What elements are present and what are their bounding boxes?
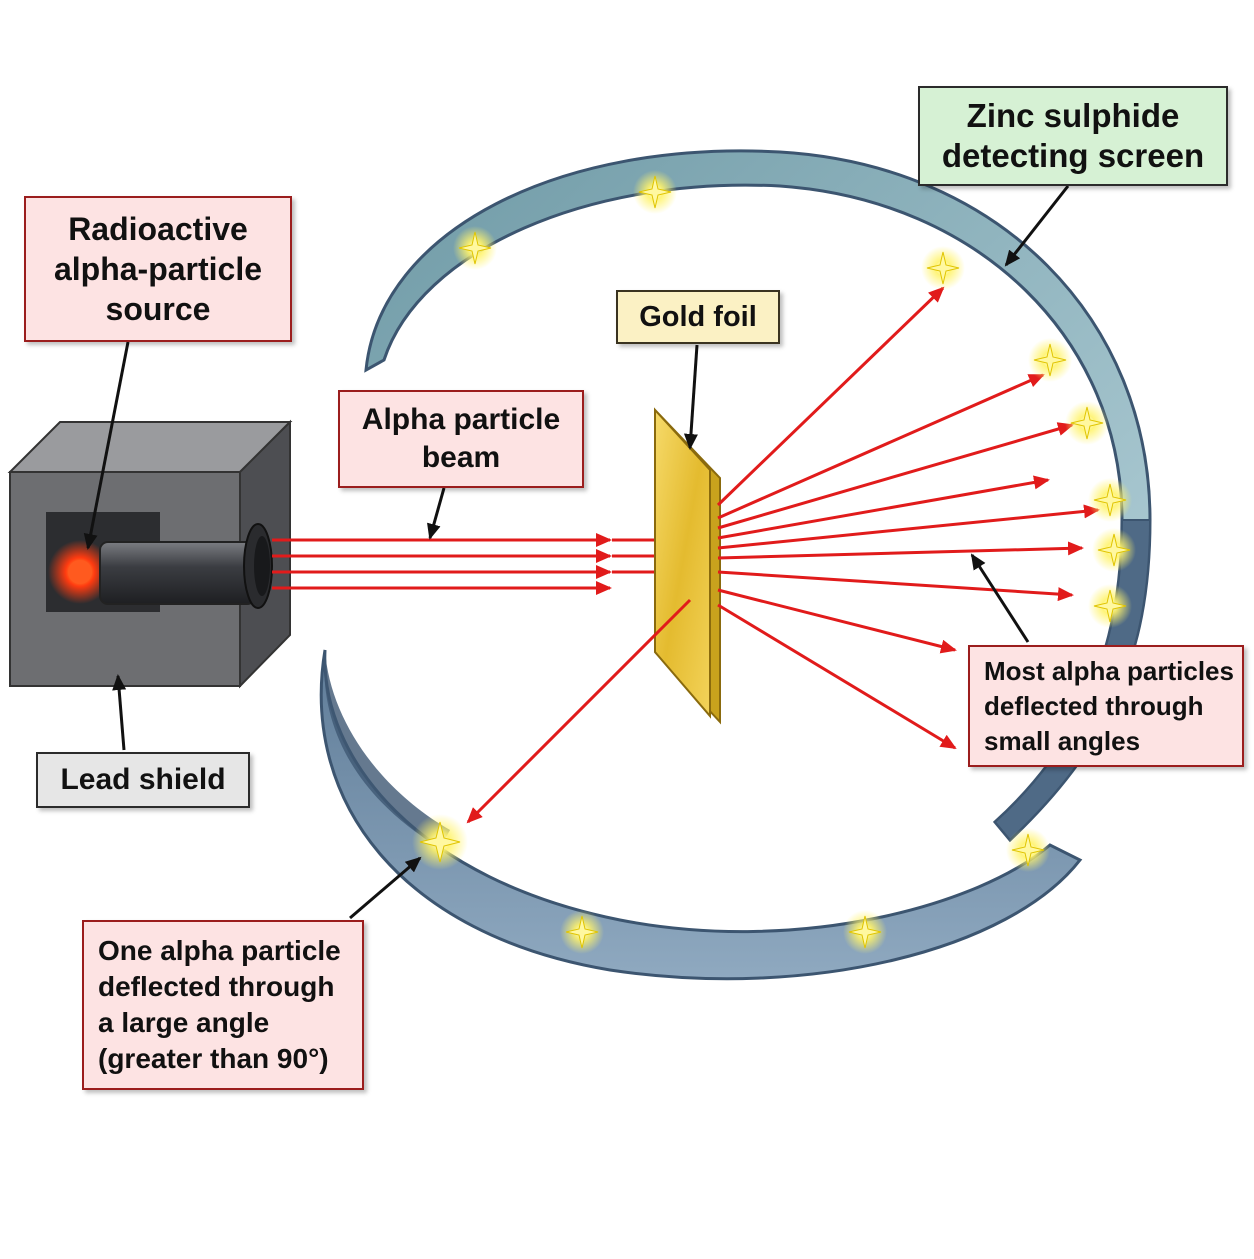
- pointer-arrows: [83, 185, 1070, 920]
- flash-star: [1092, 528, 1136, 572]
- deflected-rays: [466, 286, 1100, 824]
- flash-star: [921, 246, 965, 290]
- pointer-source: [83, 341, 130, 550]
- alpha-particle-beam: [272, 533, 680, 595]
- gold-foil: [654, 407, 721, 725]
- flash-star: [560, 910, 604, 954]
- flash-star: [1088, 584, 1132, 628]
- flash-star: [843, 910, 887, 954]
- flash-star: [412, 814, 468, 870]
- flash-star: [1088, 478, 1132, 522]
- label-zinc-screen: Zinc sulphide detecting screen: [918, 86, 1228, 186]
- label-lead-shield: Lead shield: [36, 752, 250, 808]
- label-large-angle: One alpha particle deflected through a l…: [82, 920, 364, 1090]
- pointer-shield: [112, 674, 127, 751]
- flash-star: [453, 226, 497, 270]
- flash-star: [1028, 338, 1072, 382]
- label-small-angles: Most alpha particles deflected through s…: [968, 645, 1244, 767]
- pointer-large-angle: [349, 856, 422, 920]
- scintillation-flashes: [412, 170, 1136, 954]
- flash-star: [633, 170, 677, 214]
- label-source: Radioactive alpha-particle source: [24, 196, 292, 342]
- flash-star: [1006, 828, 1050, 872]
- flash-star: [1065, 401, 1109, 445]
- lead-shield: [7, 419, 293, 689]
- pointer-small-angles: [970, 553, 1030, 643]
- label-gold-foil: Gold foil: [616, 290, 780, 344]
- pointer-foil: [683, 344, 699, 450]
- label-beam: Alpha particle beam: [338, 390, 584, 488]
- pointer-screen: [1004, 185, 1070, 267]
- pointer-beam: [427, 487, 446, 540]
